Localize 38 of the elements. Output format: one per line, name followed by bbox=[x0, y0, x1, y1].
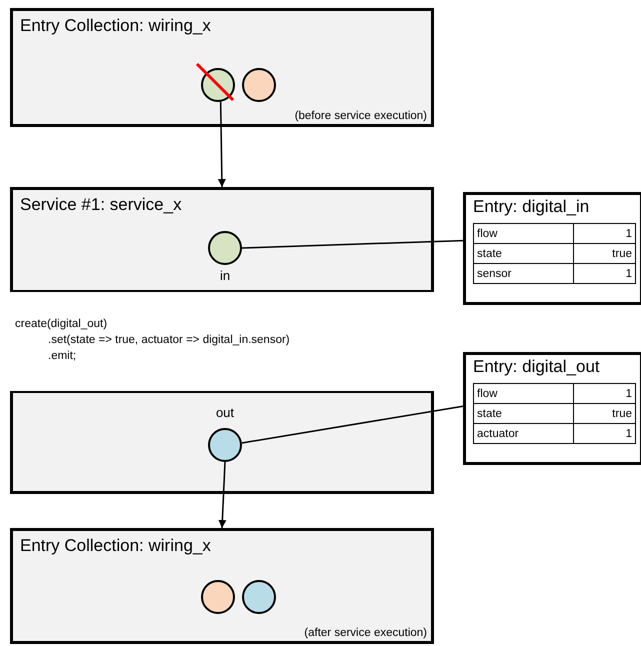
table-cell: actuator bbox=[474, 424, 574, 444]
table-cell: sensor bbox=[474, 264, 574, 284]
arrow bbox=[218, 462, 226, 528]
code-line: .set(state => true, actuator => digital_in.sensor) bbox=[48, 334, 290, 346]
table-cell: 1 bbox=[574, 224, 636, 244]
arrow bbox=[218, 102, 226, 188]
table-cell: state bbox=[474, 404, 574, 424]
box-note: (after service execution) bbox=[304, 627, 427, 639]
table-cell: 1 bbox=[574, 424, 636, 444]
connector-line bbox=[242, 240, 464, 249]
table-cell: 1 bbox=[574, 384, 636, 404]
entry-table-box bbox=[463, 192, 641, 305]
table-cell: true bbox=[574, 244, 636, 264]
port-circle bbox=[208, 428, 242, 462]
port-circle bbox=[242, 68, 276, 102]
box-note: (before service execution) bbox=[294, 110, 427, 122]
table-cell: state bbox=[474, 244, 574, 264]
connector-line bbox=[242, 406, 464, 444]
code-line: create(digital_out) bbox=[15, 318, 108, 330]
table-cell: flow bbox=[474, 224, 574, 244]
table-cell: true bbox=[574, 404, 636, 424]
port-circle bbox=[208, 231, 242, 265]
table-title: Entry: digital_out bbox=[473, 357, 600, 377]
table-cell: flow bbox=[474, 384, 574, 404]
port-label: in bbox=[218, 268, 232, 283]
box-title: Service #1: service_x bbox=[20, 195, 182, 215]
port-circle bbox=[242, 580, 276, 614]
table-cell: 1 bbox=[574, 264, 636, 284]
code-line: .emit; bbox=[48, 350, 76, 362]
box-title: Entry Collection: wiring_x bbox=[20, 16, 211, 36]
collection-box bbox=[10, 8, 434, 127]
entry-table-box bbox=[463, 352, 641, 465]
box-title: Entry Collection: wiring_x bbox=[20, 536, 211, 556]
collection-box bbox=[10, 528, 434, 644]
port-label: out bbox=[214, 405, 236, 420]
service-box bbox=[10, 187, 434, 494]
table-title: Entry: digital_in bbox=[473, 197, 590, 217]
port-circle bbox=[201, 580, 235, 614]
